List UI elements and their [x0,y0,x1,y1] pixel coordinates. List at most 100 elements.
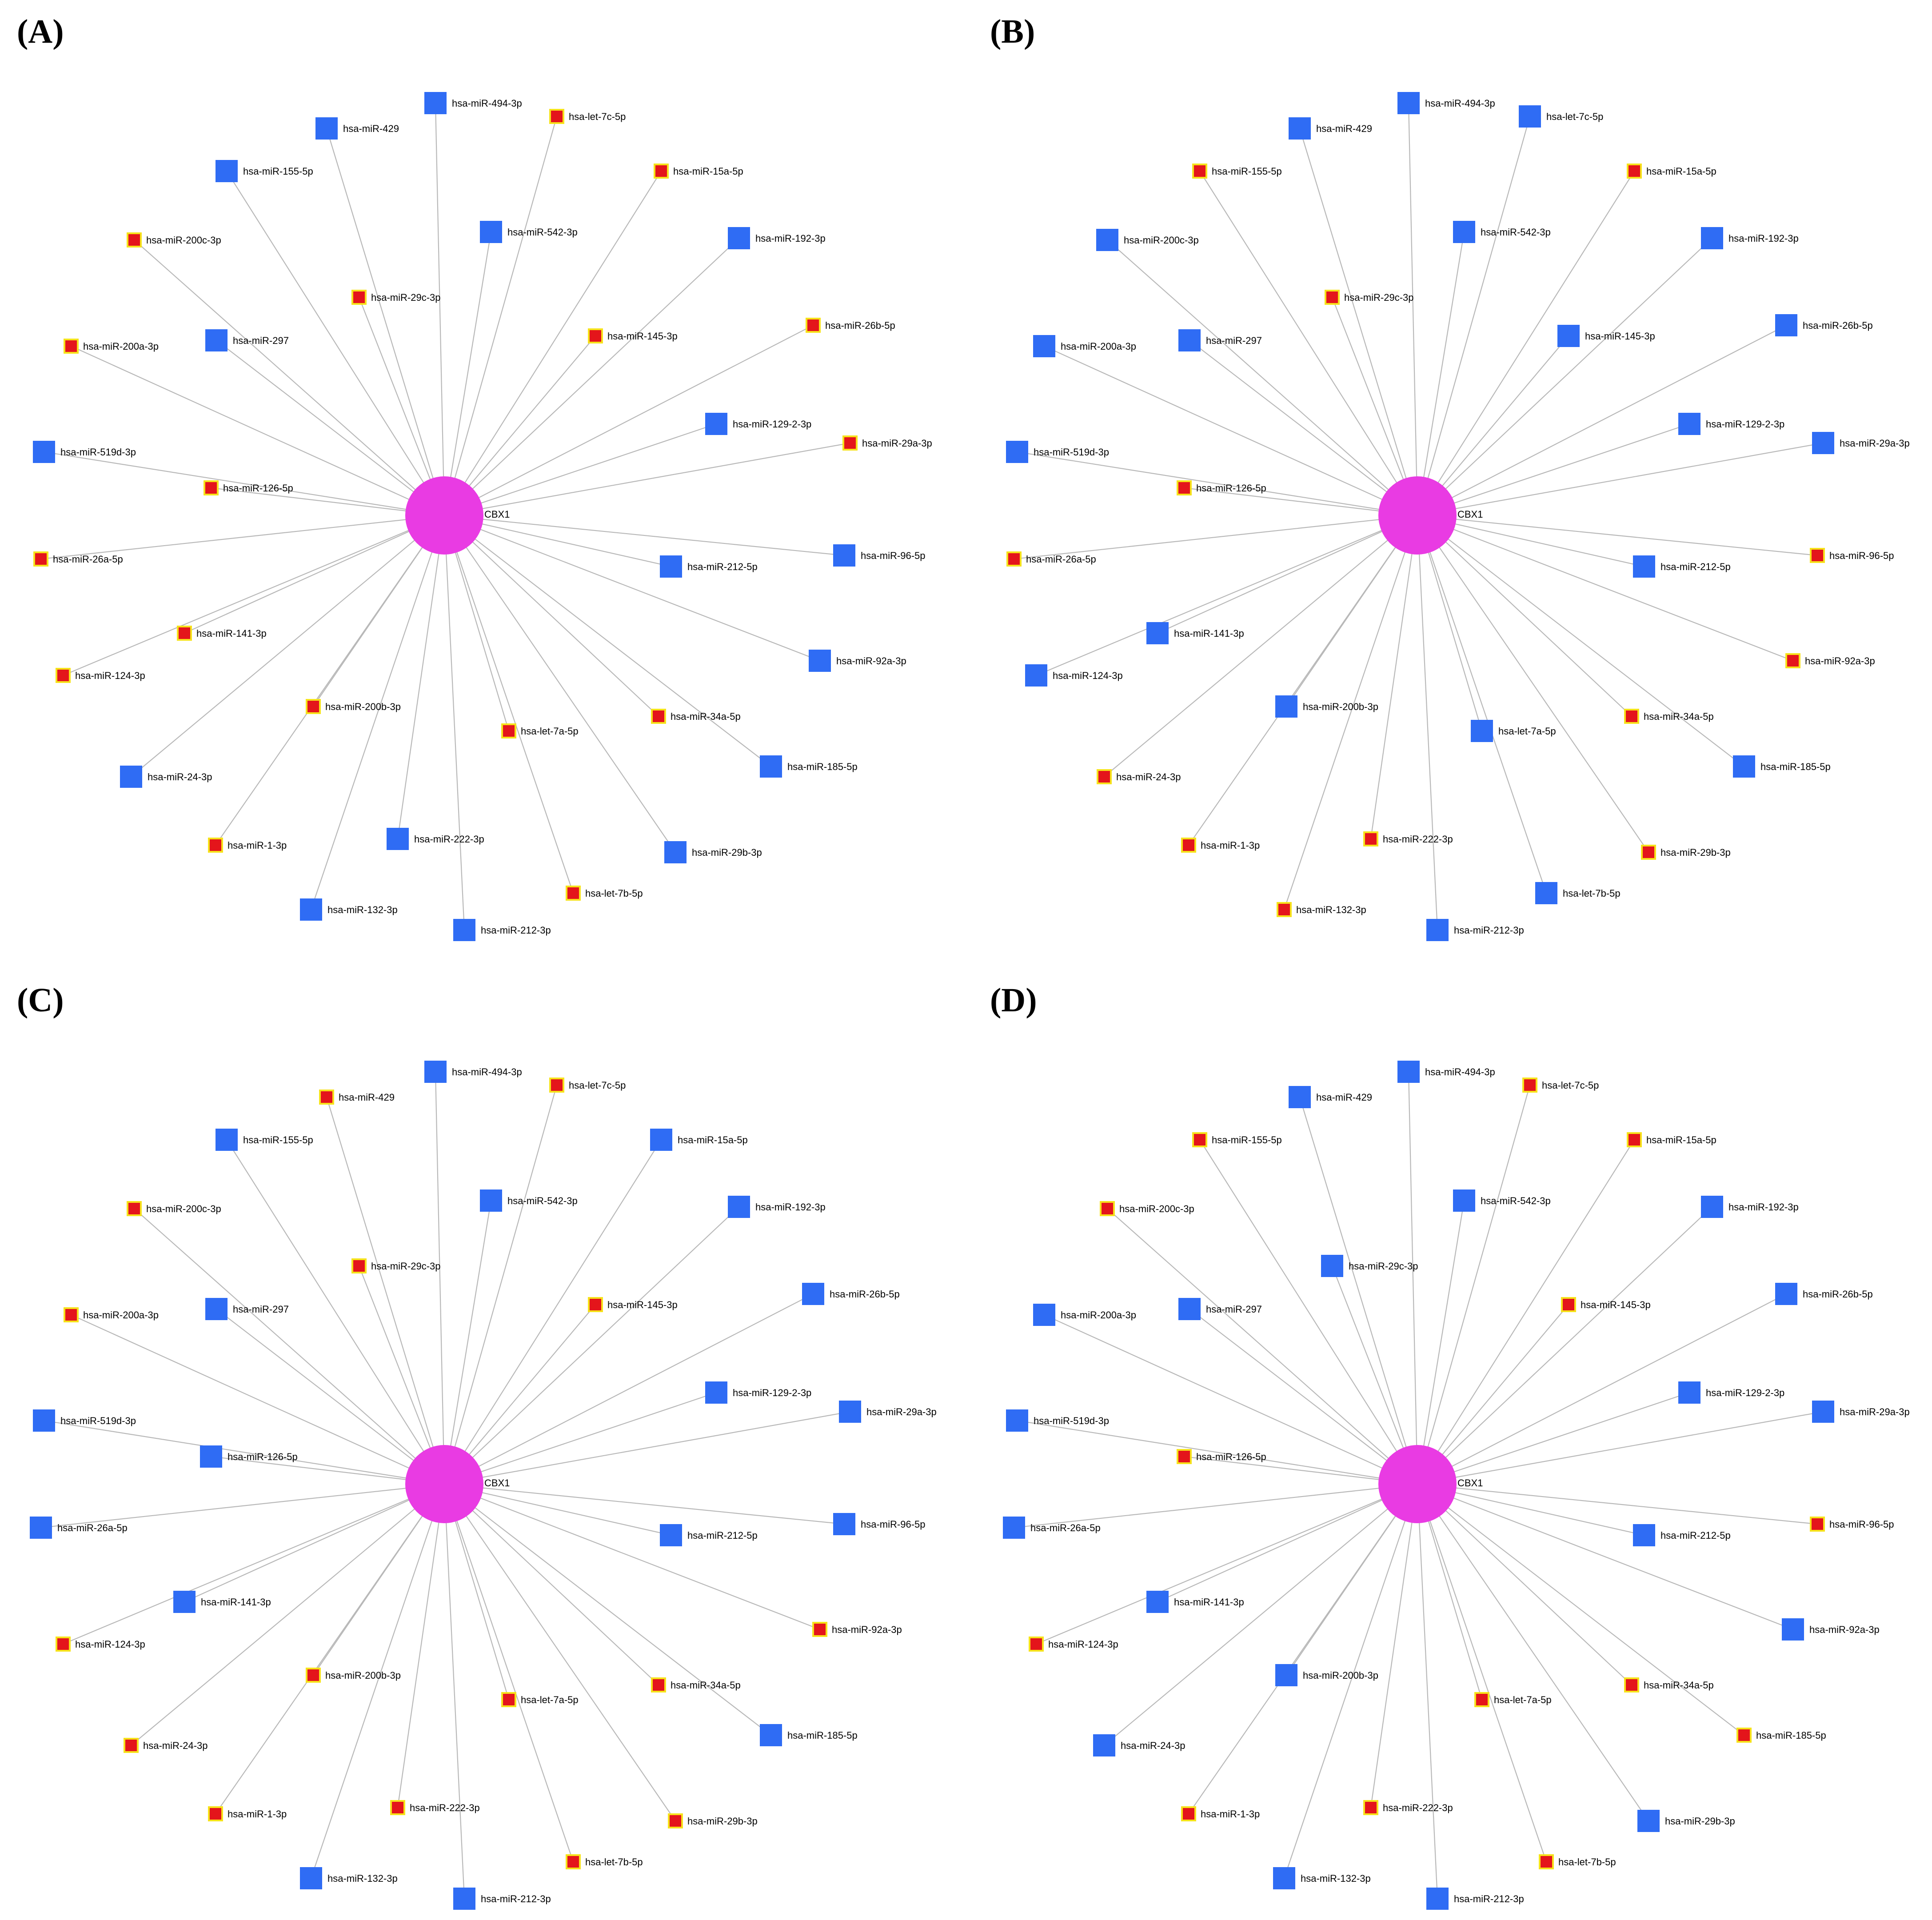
node-hsa-let-7b-5p-blue [1535,882,1557,904]
node-label-hsa-mir-92a-3p: hsa-miR-92a-3p [1805,655,1875,667]
edge-hsa-mir-145-3p [1417,335,1569,516]
edge-hsa-mir-145-3p [444,335,596,516]
node-label-hsa-mir-26a-5p: hsa-miR-26a-5p [1026,554,1096,565]
node-hsa-mir-212-5p-blue [1633,555,1655,578]
node-hsa-mir-29c-3p-red [1325,290,1340,305]
node-hsa-let-7a-5p-red [501,723,516,738]
edge-hsa-mir-519d-3p [1017,1420,1418,1485]
edge-hsa-mir-519d-3p [44,451,445,516]
edge-hsa-mir-29a-3p [444,442,850,516]
node-label-hsa-mir-24-3p: hsa-miR-24-3p [148,771,212,782]
nodes: hsa-miR-494-3phsa-miR-429hsa-let-7c-5phs… [30,1061,937,1910]
node-label-hsa-mir-96-5p: hsa-miR-96-5p [861,550,926,561]
node-label-hsa-mir-494-3p: hsa-miR-494-3p [1425,1066,1495,1078]
edge-hsa-mir-494-3p [435,1071,445,1485]
node-label-hsa-mir-124-3p: hsa-miR-124-3p [1053,670,1123,681]
node-label-hsa-mir-200b-3p: hsa-miR-200b-3p [1303,701,1378,712]
node-label-hsa-mir-34a-5p: hsa-miR-34a-5p [1644,711,1714,722]
node-hsa-mir-200c-3p-red [127,1201,142,1216]
node-label-hsa-mir-92a-3p: hsa-miR-92a-3p [832,1624,902,1635]
node-hsa-mir-129-2-3p-blue [705,1381,727,1404]
node-hsa-mir-429-blue [1289,117,1311,140]
edge-hsa-mir-185-5p [1417,515,1744,767]
node-hsa-mir-15a-5p-blue [650,1129,672,1151]
node-label-hsa-mir-200c-3p: hsa-miR-200c-3p [1124,235,1199,246]
node-label-hsa-mir-15a-5p: hsa-miR-15a-5p [1646,1134,1716,1146]
node-hsa-mir-519d-3p-blue [1006,441,1028,463]
node-label-hsa-mir-26b-5p: hsa-miR-26b-5p [1803,320,1873,331]
panel-a: (A) hsa-miR-494-3phsa-miR-429hsa-let-7c-… [17,13,932,941]
node-label-hsa-mir-145-3p: hsa-miR-145-3p [1581,1299,1651,1310]
node-label-hsa-mir-1-3p: hsa-miR-1-3p [1201,840,1260,851]
node-hsa-mir-212-3p-blue [1426,1888,1449,1910]
node-hsa-mir-29a-3p-blue [1812,1401,1834,1423]
node-hsa-mir-34a-5p-red [651,1677,666,1692]
node-hsa-mir-212-5p-blue [660,1524,682,1546]
node-label-hsa-mir-1-3p: hsa-miR-1-3p [228,840,287,851]
node-label-hsa-mir-129-2-3p: hsa-miR-129-2-3p [733,1387,811,1398]
node-label-hsa-mir-145-3p: hsa-miR-145-3p [607,1299,678,1310]
node-label-hsa-mir-145-3p: hsa-miR-145-3p [607,331,678,342]
node-hsa-mir-96-5p-red [1810,1517,1825,1532]
edge-hsa-mir-26b-5p [1417,1293,1787,1485]
edge-hsa-mir-129-2-3p [1417,423,1690,516]
edge-hsa-mir-126-5p [211,1456,445,1485]
node-label-hsa-let-7a-5p: hsa-let-7a-5p [521,1694,579,1705]
node-hsa-mir-222-3p-blue [387,828,409,850]
node-hsa-mir-29a-3p-red [842,435,858,451]
edge-hsa-mir-1-3p [1188,1484,1418,1814]
edge-hsa-mir-26b-5p [444,325,814,516]
edge-hsa-mir-141-3p [184,1483,445,1603]
hub-label: CBX1 [1457,509,1483,520]
node-label-hsa-let-7c-5p: hsa-let-7c-5p [1546,111,1603,122]
node-hsa-mir-200c-3p-red [127,232,142,247]
node-label-hsa-mir-29a-3p: hsa-miR-29a-3p [866,1406,937,1417]
node-hsa-mir-494-3p-blue [424,92,447,114]
edge-hsa-mir-126-5p [1184,487,1418,516]
edge-hsa-mir-155-5p [226,171,445,516]
edge-hsa-mir-34a-5p [444,515,659,717]
edge-hsa-mir-494-3p [435,103,445,516]
node-label-hsa-mir-212-5p: hsa-miR-212-5p [1661,561,1731,572]
edge-hsa-mir-29b-3p [1417,1484,1649,1821]
node-hsa-mir-297-blue [205,329,228,351]
node-label-hsa-mir-192-3p: hsa-miR-192-3p [755,1201,826,1213]
node-hsa-mir-542-3p-blue [1453,1190,1475,1212]
node-label-hsa-mir-297: hsa-miR-297 [233,335,289,346]
edge-hsa-mir-129-2-3p [444,423,717,516]
panel-label: (A) [17,13,64,50]
edge-hsa-mir-124-3p [1036,1483,1418,1645]
edge-hsa-mir-429 [1299,1097,1418,1485]
edge-hsa-mir-222-3p [1370,515,1418,839]
node-label-hsa-let-7c-5p: hsa-let-7c-5p [569,1080,626,1091]
node-label-hsa-mir-34a-5p: hsa-miR-34a-5p [671,1680,741,1691]
node-label-hsa-mir-200a-3p: hsa-miR-200a-3p [83,341,159,352]
node-hsa-mir-200c-3p-red [1100,1201,1115,1216]
node-hsa-mir-155-5p-blue [216,1129,238,1151]
edge-hsa-mir-212-3p [443,515,465,930]
node-label-hsa-let-7a-5p: hsa-let-7a-5p [1494,1694,1552,1705]
edge-hsa-mir-145-3p [444,1304,596,1485]
node-hsa-mir-29c-3p-red [351,290,367,305]
node-hsa-let-7b-5p-red [566,1854,581,1869]
edge-hsa-mir-222-3p [397,1484,445,1808]
node-label-hsa-mir-132-3p: hsa-miR-132-3p [1301,1873,1371,1884]
node-label-hsa-mir-222-3p: hsa-miR-222-3p [1383,1802,1453,1813]
edge-hsa-mir-132-3p [310,515,445,910]
edge-hsa-mir-26a-5p [1014,515,1418,560]
node-label-hsa-mir-185-5p: hsa-miR-185-5p [1756,1730,1826,1741]
node-hsa-mir-92a-3p-red [1785,653,1800,668]
node-hsa-mir-129-2-3p-blue [1678,1381,1700,1404]
edge-hsa-mir-494-3p [1408,103,1418,516]
node-hsa-mir-126-5p-red [204,480,219,495]
node-hsa-mir-96-5p-blue [833,1513,855,1535]
node-label-hsa-mir-429: hsa-miR-429 [1316,123,1372,134]
node-label-hsa-mir-29c-3p: hsa-miR-29c-3p [1349,1261,1418,1272]
edge-hsa-mir-29a-3p [1417,1411,1824,1485]
edge-hsa-mir-92a-3p [1417,515,1793,662]
node-hsa-mir-1-3p-red [1181,1806,1196,1821]
node-hsa-mir-494-3p-blue [1397,1061,1420,1083]
node-label-hsa-mir-26b-5p: hsa-miR-26b-5p [1803,1289,1873,1300]
node-label-hsa-mir-129-2-3p: hsa-miR-129-2-3p [1706,419,1784,430]
edge-hsa-mir-24-3p [131,1484,445,1746]
